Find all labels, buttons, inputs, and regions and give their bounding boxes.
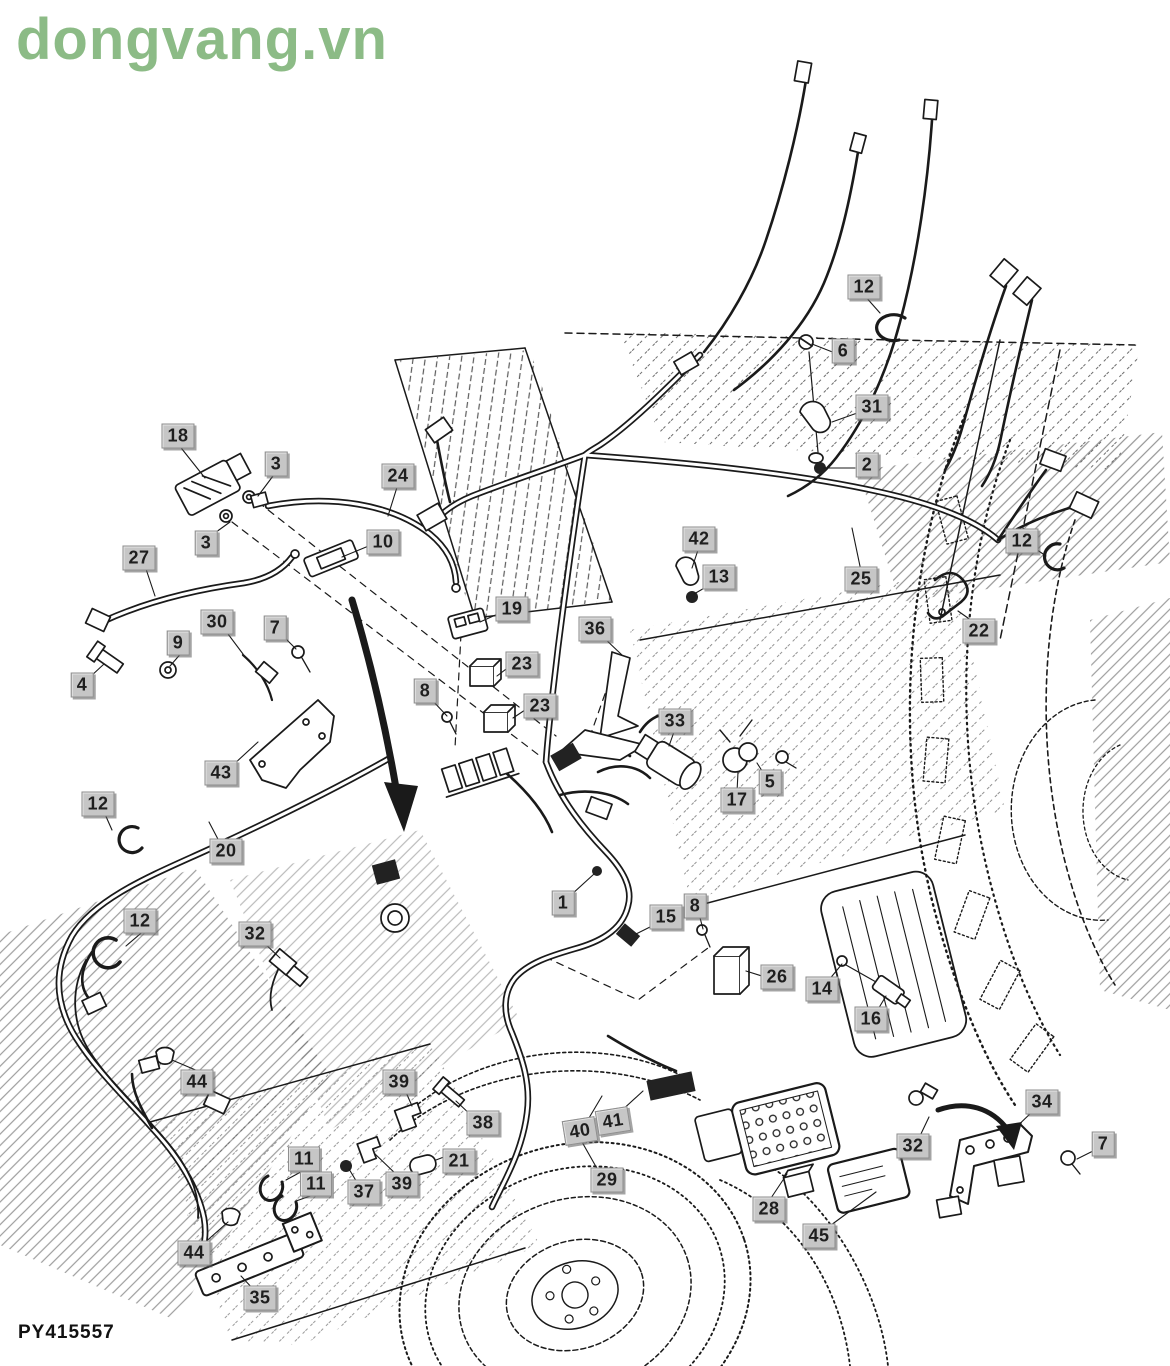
part-callout-12: 12	[81, 791, 115, 817]
part-callout-5: 5	[758, 769, 782, 795]
part-callout-32: 32	[238, 921, 272, 947]
part-callout-3: 3	[194, 530, 218, 556]
part-callout-4: 4	[70, 672, 94, 698]
part-callout-32: 32	[896, 1133, 930, 1159]
part-callout-30: 30	[200, 609, 234, 635]
small-curved-arrow	[935, 1103, 1022, 1150]
part-callout-8: 8	[683, 893, 707, 919]
part-callout-33: 33	[658, 708, 692, 734]
part-callout-26: 26	[760, 964, 794, 990]
part-callout-23: 23	[523, 693, 557, 719]
part-callout-44: 44	[177, 1240, 211, 1266]
part-callout-8: 8	[413, 678, 437, 704]
part-callout-39: 39	[382, 1069, 416, 1095]
part-callout-6: 6	[831, 338, 855, 364]
part-callout-45: 45	[802, 1223, 836, 1249]
part-callout-11: 11	[287, 1146, 321, 1172]
part-callout-35: 35	[243, 1285, 277, 1311]
part-callout-36: 36	[578, 616, 612, 642]
part-callout-29: 29	[590, 1167, 624, 1193]
part-callout-12: 12	[123, 908, 157, 934]
part-callout-37: 37	[347, 1179, 381, 1205]
part-callout-21: 21	[442, 1148, 476, 1174]
front-wheel	[398, 1141, 752, 1366]
part-callout-12: 12	[1005, 528, 1039, 554]
routing-arrow	[348, 596, 418, 832]
part-callout-22: 22	[962, 618, 996, 644]
part-callout-13: 13	[702, 564, 736, 590]
part-callout-24: 24	[381, 463, 415, 489]
second-wheel-arc	[719, 1179, 851, 1366]
part-callout-7: 7	[1091, 1131, 1115, 1157]
figure-code: PY415557	[18, 1322, 115, 1343]
part-callout-25: 25	[844, 566, 878, 592]
part-callout-28: 28	[752, 1196, 786, 1222]
fender-arc	[399, 1051, 691, 1121]
part-callout-40: 40	[561, 1116, 599, 1146]
part-callout-1: 1	[551, 890, 575, 916]
part-callout-15: 15	[649, 904, 683, 930]
part-callout-20: 20	[209, 838, 243, 864]
part-callout-31: 31	[855, 394, 889, 420]
part-callout-39: 39	[385, 1171, 419, 1197]
part-callout-41: 41	[594, 1106, 632, 1136]
part-callout-38: 38	[466, 1110, 500, 1136]
part-callout-11: 11	[299, 1171, 333, 1197]
part-callout-18: 18	[161, 423, 195, 449]
part-callout-42: 42	[682, 526, 716, 552]
part-callout-34: 34	[1025, 1089, 1059, 1115]
part-callout-12: 12	[847, 274, 881, 300]
part-callout-27: 27	[122, 545, 156, 571]
part-callout-23: 23	[505, 651, 539, 677]
part-callout-16: 16	[854, 1006, 888, 1032]
rear-wheel	[908, 413, 1129, 1107]
part-callout-7: 7	[263, 615, 287, 641]
part-callout-9: 9	[166, 630, 190, 656]
part-callout-14: 14	[805, 976, 839, 1002]
part-callout-19: 19	[495, 596, 529, 622]
part-callout-44: 44	[180, 1069, 214, 1095]
part-callout-10: 10	[366, 529, 400, 555]
part-callout-2: 2	[855, 452, 879, 478]
part-callout-3: 3	[264, 451, 288, 477]
site-watermark: dongvang.vn	[16, 7, 388, 72]
part-callout-17: 17	[720, 787, 754, 813]
part-callout-43: 43	[204, 760, 238, 786]
leader-lines	[89, 294, 1096, 1291]
